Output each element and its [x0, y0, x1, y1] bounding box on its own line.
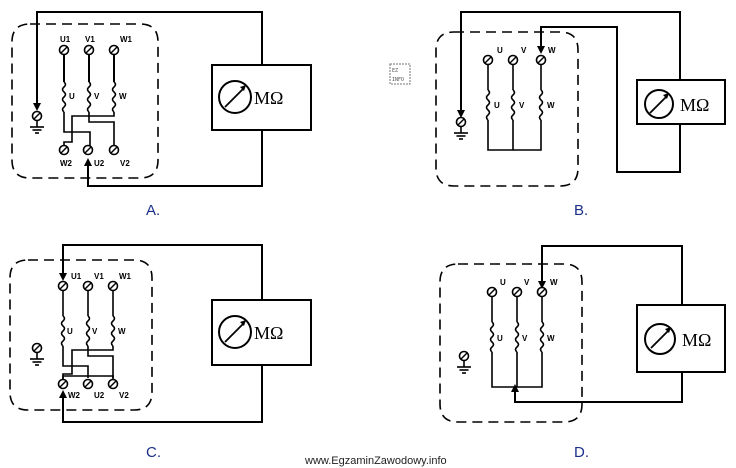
terminal-v [507, 54, 519, 66]
terminal-label: V1 [85, 35, 95, 44]
motor-housing-b [435, 31, 579, 187]
coil-w [111, 81, 117, 113]
coil-w [539, 321, 545, 353]
terminal-label: W1 [119, 272, 132, 281]
option-a-diagram: U1 V1 W1 U V W W2 U2 V2 MΩ A. [11, 11, 312, 219]
terminal-label: W [548, 46, 556, 55]
ground-icon [29, 342, 45, 366]
megohmmeter-b: MΩ [636, 79, 726, 125]
coil-label: U [67, 327, 73, 336]
option-letter-a[interactable]: A. [146, 202, 160, 219]
coil-label: V [519, 101, 525, 110]
option-b-diagram: U V W U V W MΩ B. [435, 11, 726, 219]
coil-w [110, 315, 116, 347]
coil-u [485, 89, 491, 121]
ground-icon [29, 110, 45, 134]
coil-label: W [119, 92, 127, 101]
terminal-w1 [108, 44, 120, 56]
coil-v [86, 81, 92, 113]
terminal-u2 [82, 378, 94, 390]
coil-label: U [69, 92, 75, 101]
coil-u [60, 315, 66, 347]
option-c-diagram: U1 V1 W1 U V W W2 U2 V2 MΩ C. [9, 244, 312, 461]
footer-url: www.EgzaminZawodowy.info [304, 455, 447, 467]
coil-v [85, 315, 91, 347]
motor-housing-a [11, 23, 159, 179]
terminal-v [511, 286, 523, 298]
meter-label: MΩ [682, 330, 711, 350]
terminal-v1 [82, 280, 94, 292]
ground-icon [453, 116, 469, 140]
terminal-w2 [58, 144, 70, 156]
terminal-label: U1 [71, 272, 82, 281]
coil-u [61, 81, 67, 113]
option-letter-c[interactable]: C. [146, 444, 161, 461]
terminal-v2 [108, 144, 120, 156]
motor-housing-c [9, 259, 153, 411]
coil-w [538, 89, 544, 121]
coil-v [514, 321, 520, 353]
terminal-label: U1 [60, 35, 71, 44]
megohmmeter-a: MΩ [211, 64, 312, 131]
coil-label: W [547, 101, 555, 110]
coil-label: V [522, 334, 528, 343]
terminal-label: U [500, 278, 506, 287]
terminal-w [535, 54, 547, 66]
option-d-diagram: U V W U V W MΩ D. [439, 245, 726, 461]
terminal-u [486, 286, 498, 298]
ground-icon [456, 350, 472, 374]
coil-u [489, 321, 495, 353]
meter-label: MΩ [254, 88, 283, 108]
coil-v [510, 89, 516, 121]
terminal-label: V [521, 46, 527, 55]
terminal-label: V [524, 278, 530, 287]
option-letter-d[interactable]: D. [574, 444, 589, 461]
terminal-u2 [82, 144, 94, 156]
terminal-label: U [497, 46, 503, 55]
watermark-logo: EZ INFO [389, 63, 411, 85]
coil-label: V [92, 327, 98, 336]
coil-label: W [118, 327, 126, 336]
terminal-label: V1 [94, 272, 104, 281]
terminal-w [536, 286, 548, 298]
terminal-u1 [58, 44, 70, 56]
megohmmeter-c: MΩ [211, 299, 312, 366]
option-letter-b[interactable]: B. [574, 202, 588, 219]
terminal-label: V2 [120, 159, 130, 168]
coil-label: U [494, 101, 500, 110]
terminal-v1 [83, 44, 95, 56]
terminal-w2 [57, 378, 69, 390]
terminal-w1 [107, 280, 119, 292]
terminal-label: U2 [94, 159, 105, 168]
terminal-label: W1 [120, 35, 133, 44]
meter-label: MΩ [254, 323, 283, 343]
coil-label: U [497, 334, 503, 343]
terminal-u [482, 54, 494, 66]
terminal-label: W2 [60, 159, 73, 168]
terminal-label: W [550, 278, 558, 287]
terminal-label: U2 [94, 391, 105, 400]
terminal-label: W2 [68, 391, 81, 400]
svg-text:INFO: INFO [392, 77, 404, 83]
terminal-v2 [107, 378, 119, 390]
svg-text:EZ: EZ [392, 68, 398, 74]
terminal-u1 [57, 280, 69, 292]
coil-label: W [547, 334, 555, 343]
meter-label: MΩ [680, 95, 709, 115]
coil-label: V [94, 92, 100, 101]
terminal-label: V2 [119, 391, 129, 400]
megohmmeter-d: MΩ [636, 304, 726, 373]
motor-housing-d [439, 263, 583, 423]
